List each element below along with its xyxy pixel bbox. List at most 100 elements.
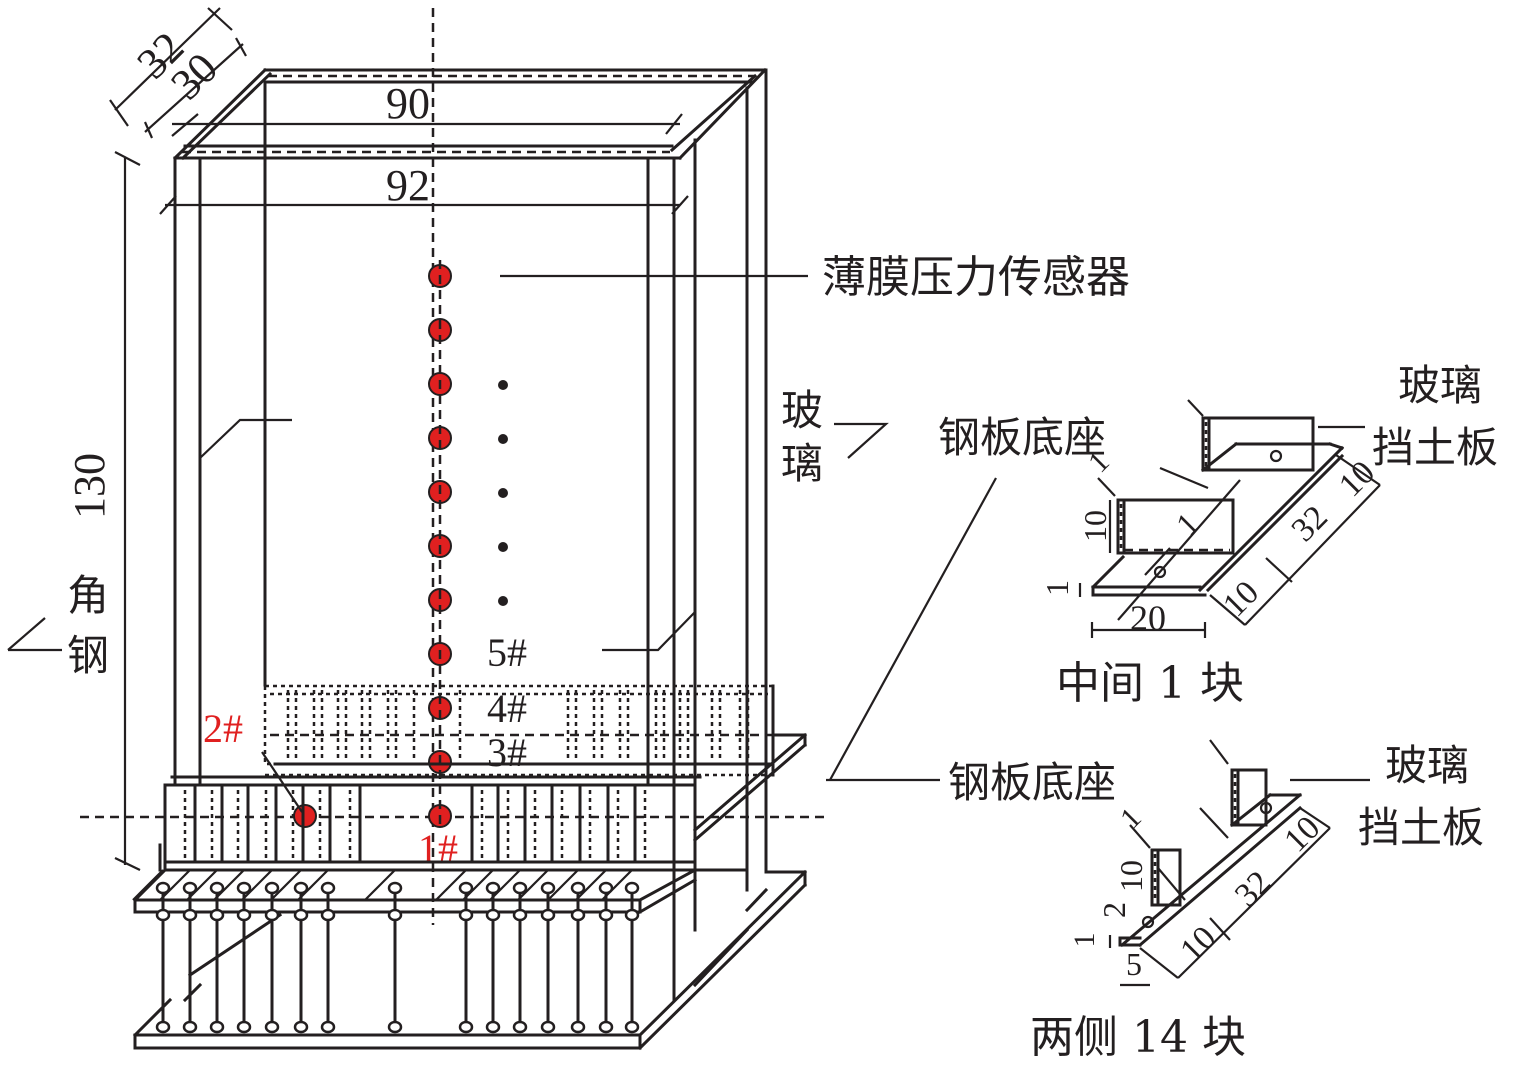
bolt-nut <box>485 908 501 922</box>
detail-middle-dim-base-thick: 1 <box>1039 580 1075 596</box>
plate-hatch <box>132 869 164 901</box>
plate-hatch <box>270 869 302 901</box>
glass-leader <box>834 422 889 459</box>
detail-middle-dim-width: 20 <box>1130 598 1166 638</box>
detail-sides-drawing <box>826 739 1370 987</box>
detail-sides-dim-base-thick: 1 <box>1068 933 1101 948</box>
bolt-nut <box>624 908 640 922</box>
plate-hatch <box>159 869 191 901</box>
detail-middle-panel-label-2: 挡土板 <box>1372 423 1498 472</box>
detail-middle-panel-label-1: 玻璃 <box>1398 361 1482 410</box>
continuation-dots <box>498 380 508 606</box>
plate-hatch <box>489 869 521 901</box>
detail-middle-caption: 中间 1 块 <box>1056 658 1244 709</box>
plate-hatch <box>364 869 396 901</box>
bolt-nut <box>485 1020 501 1034</box>
bolt-nut <box>540 908 556 922</box>
front-panel-slats <box>158 783 647 872</box>
detail-sides-dim-len-c: 10 <box>1277 809 1327 859</box>
label-sensor: 薄膜压力传感器 <box>822 252 1130 303</box>
bolt-nut <box>458 1020 474 1034</box>
plate-hatch <box>601 869 633 901</box>
plate-hatch <box>517 869 549 901</box>
bolt-nut <box>598 1020 614 1034</box>
sensor-2-leader <box>261 751 303 813</box>
bolt-nut <box>387 881 403 895</box>
detail-sides-dim-width: 5 <box>1126 946 1142 982</box>
bolt-nut <box>293 1020 309 1034</box>
bolt-nut <box>458 908 474 922</box>
bolt-nut <box>264 908 280 922</box>
detail-middle-dim-len-a: 10 <box>1216 574 1266 624</box>
detail-sides-dim-len-a: 10 <box>1173 919 1223 969</box>
bolt-nut <box>209 1020 225 1034</box>
bolt-nut <box>512 881 528 895</box>
bolt-nut <box>236 1020 252 1034</box>
plate-hatch <box>462 869 494 901</box>
detail-sides-panel-label-1: 玻璃 <box>1385 741 1469 790</box>
glass-leader-left <box>199 418 292 459</box>
bolt-nut <box>320 881 336 895</box>
back-panel-dashed <box>263 684 808 843</box>
bolt-nut <box>236 908 252 922</box>
bolt-nut <box>236 881 252 895</box>
plate-hatch <box>297 869 329 901</box>
sensor-label-2: 2# <box>203 706 243 751</box>
bolt-nut <box>458 881 474 895</box>
bolt-nut <box>155 881 171 895</box>
label-glass-1: 玻 <box>781 386 823 435</box>
detail-sides-dim-len-b: 32 <box>1228 864 1278 914</box>
detail-sides-dim-gap: 2 <box>1096 902 1132 918</box>
sensor-label-1: 1# <box>418 826 458 871</box>
glass-leader-right <box>602 611 696 652</box>
bolt-nut <box>155 1020 171 1034</box>
bolt-nut <box>209 908 225 922</box>
bolt-nut <box>182 881 198 895</box>
sensor-label-3: 3# <box>487 730 527 775</box>
detail-sides-caption: 两侧 14 块 <box>1030 1012 1246 1063</box>
bolt-nut <box>624 881 640 895</box>
bolt-nut <box>512 908 528 922</box>
dimension-lines <box>109 7 689 871</box>
detail-sides-dim-height: 10 <box>1113 860 1149 892</box>
bolt-nut <box>155 908 171 922</box>
detail-middle-drawing <box>829 399 1381 781</box>
bolt-nut <box>320 1020 336 1034</box>
bolt-nut <box>293 908 309 922</box>
plate-hatch <box>575 869 607 901</box>
bolt-nut <box>387 908 403 922</box>
bolt-nut <box>540 1020 556 1034</box>
sensor-label-5: 5# <box>487 630 527 675</box>
bolt-nut <box>264 881 280 895</box>
bottom-base-plate <box>132 868 808 1051</box>
bolt-nut <box>264 1020 280 1034</box>
angle-steel-leader <box>7 617 62 652</box>
bolt-nut <box>387 1020 403 1034</box>
bolt-nut <box>293 881 309 895</box>
bolt-nut <box>598 881 614 895</box>
plate-hatch <box>213 869 245 901</box>
detail-middle-dim-height: 10 <box>1077 510 1113 542</box>
bolt-nut <box>570 1020 586 1034</box>
bolt-nut <box>512 1020 528 1034</box>
label-angle-steel-1: 角 <box>67 571 109 620</box>
bolt-nut <box>540 881 556 895</box>
dim-width-inner: 90 <box>386 79 430 128</box>
sensor-2 <box>293 804 317 828</box>
detail-middle-base-label: 钢板底座 <box>938 413 1106 462</box>
bolt-nut <box>598 908 614 922</box>
bolt-nut <box>320 908 336 922</box>
label-glass-2: 璃 <box>781 439 823 488</box>
bolt-nut <box>485 881 501 895</box>
sensor-column <box>293 260 452 830</box>
detail-sides-dim-top-thick: 1 <box>1114 801 1148 835</box>
plate-hatch <box>241 869 273 901</box>
detail-sides-panel-label-2: 挡土板 <box>1358 803 1484 852</box>
detail-middle-dim-inner: 1 <box>1169 505 1206 542</box>
bolt-nut <box>570 881 586 895</box>
plate-hatch <box>547 869 579 901</box>
anchor-rods <box>132 869 640 1034</box>
bolt-nut <box>182 908 198 922</box>
plate-hatch <box>435 869 467 901</box>
